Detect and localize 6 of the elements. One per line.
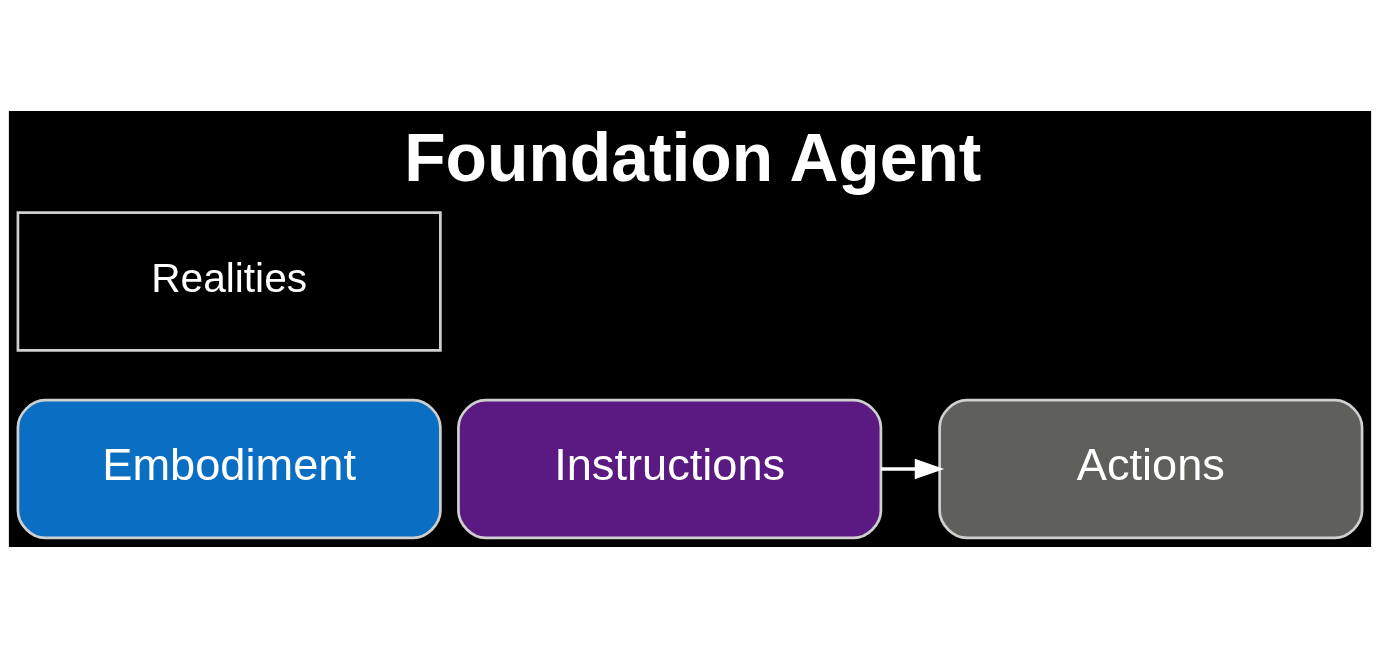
label: Realities [151,254,308,301]
diagram-title: Foundation Agent [404,120,982,196]
arrow [881,458,945,480]
node-box: Actions [938,398,1364,540]
node-box: Embodiment [16,398,442,540]
node-box: Instructions [457,398,883,540]
